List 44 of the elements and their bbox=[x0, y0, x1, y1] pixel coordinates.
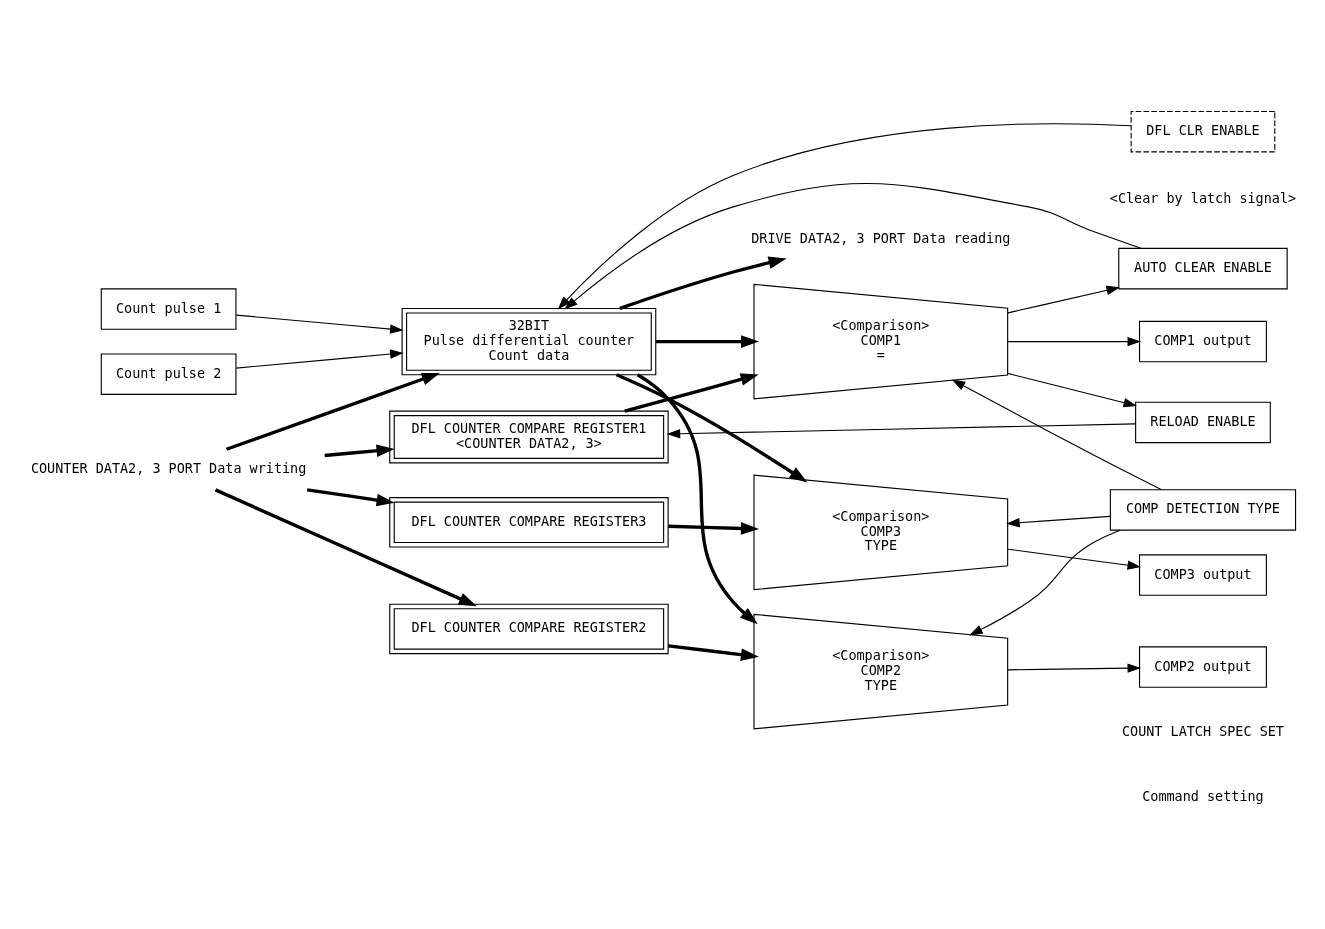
node-box: 32BIT Pulse differential counter Count data bbox=[401, 307, 657, 376]
label: <Clear by latch signal> bbox=[1109, 190, 1297, 206]
node-box: DFL CLR ENABLE bbox=[1130, 110, 1276, 153]
node-box: DFL COUNTER COMPARE REGISTER1 <COUNTER DATA2, 3> bbox=[389, 410, 669, 464]
node-box: <Comparison> COMP1 = bbox=[753, 283, 1009, 400]
arrow bbox=[306, 488, 395, 507]
node-box: <Comparison> COMP2 TYPE bbox=[753, 613, 1009, 730]
node-text: COUNTER DATA2, 3 PORT Data writing bbox=[30, 461, 307, 477]
arrow bbox=[564, 183, 1143, 310]
node-box: Count pulse 1 bbox=[100, 288, 237, 330]
arrow bbox=[1007, 336, 1141, 347]
arrow bbox=[1007, 372, 1137, 408]
node-box: COMP DETECTION TYPE bbox=[1109, 489, 1297, 531]
arrow bbox=[324, 444, 395, 458]
arrow bbox=[1007, 285, 1120, 314]
node-box: DFL COUNTER COMPARE REGISTER2 bbox=[389, 603, 669, 655]
arrow bbox=[235, 314, 404, 334]
arrow bbox=[969, 529, 1121, 636]
arrow bbox=[1007, 663, 1141, 673]
arrow bbox=[636, 373, 758, 625]
node-box: COMP1 output bbox=[1139, 320, 1267, 363]
arrow bbox=[225, 373, 440, 451]
arrow bbox=[615, 373, 808, 483]
label: Command setting bbox=[1142, 788, 1264, 804]
arrow bbox=[619, 256, 787, 310]
arrow bbox=[1007, 548, 1141, 570]
label: COUNT LATCH SPEC SET bbox=[1121, 723, 1284, 739]
node-box: RELOAD ENABLE bbox=[1135, 401, 1271, 444]
node-box: <Comparison> COMP3 TYPE bbox=[753, 474, 1009, 591]
arrow bbox=[951, 379, 1162, 491]
arrow bbox=[557, 123, 1132, 310]
node-text: DRIVE DATA2, 3 PORT Data reading bbox=[751, 230, 1011, 246]
arrow bbox=[666, 423, 1136, 439]
arrow bbox=[235, 349, 404, 369]
arrow bbox=[655, 335, 759, 348]
arrow bbox=[668, 522, 759, 535]
arrow bbox=[668, 644, 759, 661]
node-box: COMP2 output bbox=[1139, 646, 1267, 688]
arrow bbox=[214, 488, 477, 607]
node-box: Count pulse 2 bbox=[100, 353, 237, 395]
arrow bbox=[1006, 515, 1111, 528]
node-box: DFL COUNTER COMPARE REGISTER3 bbox=[389, 497, 669, 548]
node-box: AUTO CLEAR ENABLE bbox=[1118, 247, 1288, 290]
node-box: COMP3 output bbox=[1139, 554, 1267, 596]
